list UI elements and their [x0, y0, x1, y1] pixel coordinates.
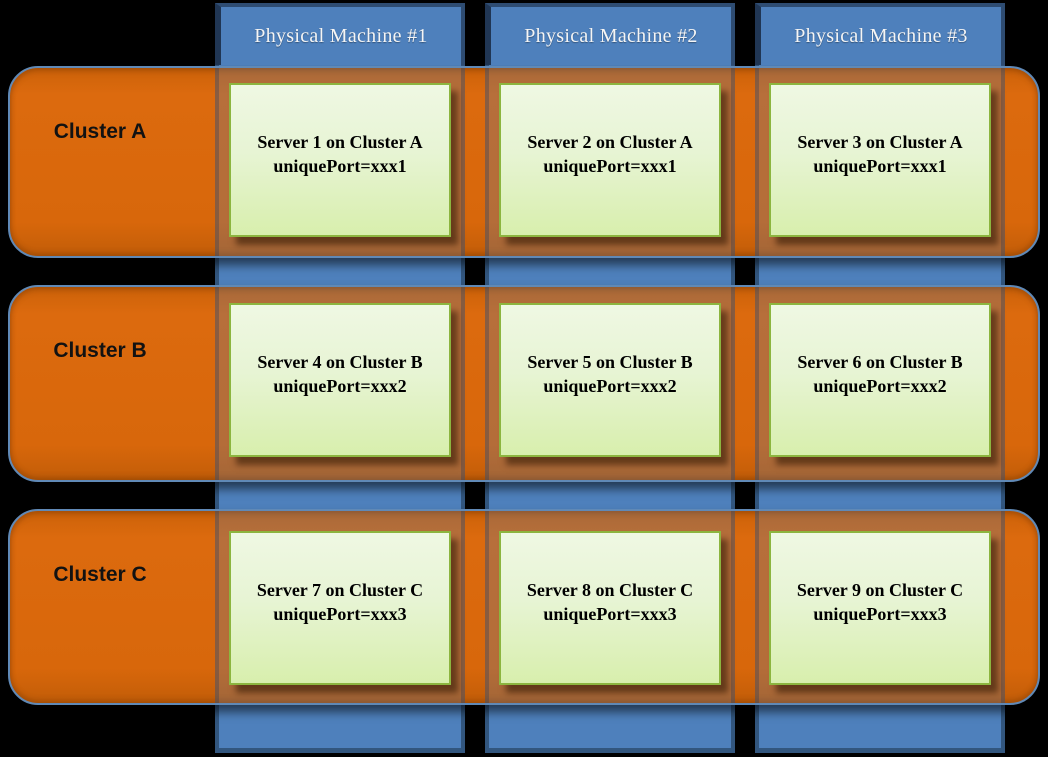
server-8-name: Server 8 on Cluster C	[526, 580, 694, 600]
server-9-port: uniquePort=xxx3	[813, 604, 947, 624]
server-6-box: Server 6 on Cluster B uniquePort=xxx2	[769, 303, 991, 457]
server-9-name: Server 9 on Cluster C	[796, 580, 964, 600]
cluster-c-row: Cluster C Server 7 on Cluster C uniquePo…	[8, 509, 1040, 705]
server-5-box: Server 5 on Cluster B uniquePort=xxx2	[499, 303, 721, 457]
server-8-port: uniquePort=xxx3	[543, 604, 677, 624]
server-4-port: uniquePort=xxx2	[273, 376, 407, 396]
physical-machine-2-header-label: Physical Machine #2	[524, 24, 698, 47]
server-3-name: Server 3 on Cluster A	[797, 132, 963, 152]
server-5-port: uniquePort=xxx2	[543, 376, 677, 396]
server-3-box: Server 3 on Cluster A uniquePort=xxx1	[769, 83, 991, 237]
server-4-name: Server 4 on Cluster B	[257, 352, 423, 372]
server-8-box: Server 8 on Cluster C uniquePort=xxx3	[499, 531, 721, 685]
cluster-a-label: Cluster A	[53, 120, 147, 143]
physical-machine-2-header: Physical Machine #2	[485, 3, 735, 65]
cluster-c-label: Cluster C	[53, 563, 147, 586]
server-1-port: uniquePort=xxx1	[273, 156, 407, 176]
physical-machine-1-header-label: Physical Machine #1	[254, 24, 428, 47]
physical-machine-3-header-label: Physical Machine #3	[794, 24, 968, 47]
server-1-box: Server 1 on Cluster A uniquePort=xxx1	[229, 83, 451, 237]
server-4-box: Server 4 on Cluster B uniquePort=xxx2	[229, 303, 451, 457]
cluster-b-label: Cluster B	[53, 339, 147, 362]
server-2-name: Server 2 on Cluster A	[527, 132, 693, 152]
physical-machine-1-header: Physical Machine #1	[215, 3, 465, 65]
server-7-box: Server 7 on Cluster C uniquePort=xxx3	[229, 531, 451, 685]
server-1-name: Server 1 on Cluster A	[257, 132, 423, 152]
server-7-name: Server 7 on Cluster C	[256, 580, 424, 600]
server-6-name: Server 6 on Cluster B	[797, 352, 963, 372]
server-6-port: uniquePort=xxx2	[813, 376, 947, 396]
server-3-port: uniquePort=xxx1	[813, 156, 947, 176]
server-9-box: Server 9 on Cluster C uniquePort=xxx3	[769, 531, 991, 685]
server-7-port: uniquePort=xxx3	[273, 604, 407, 624]
physical-machine-3-header: Physical Machine #3	[755, 3, 1005, 65]
server-2-box: Server 2 on Cluster A uniquePort=xxx1	[499, 83, 721, 237]
server-2-port: uniquePort=xxx1	[543, 156, 677, 176]
cluster-a-row: Cluster A Server 1 on Cluster A uniquePo…	[8, 66, 1040, 258]
cluster-b-row: Cluster B Server 4 on Cluster B uniquePo…	[8, 285, 1040, 482]
server-5-name: Server 5 on Cluster B	[527, 352, 693, 372]
